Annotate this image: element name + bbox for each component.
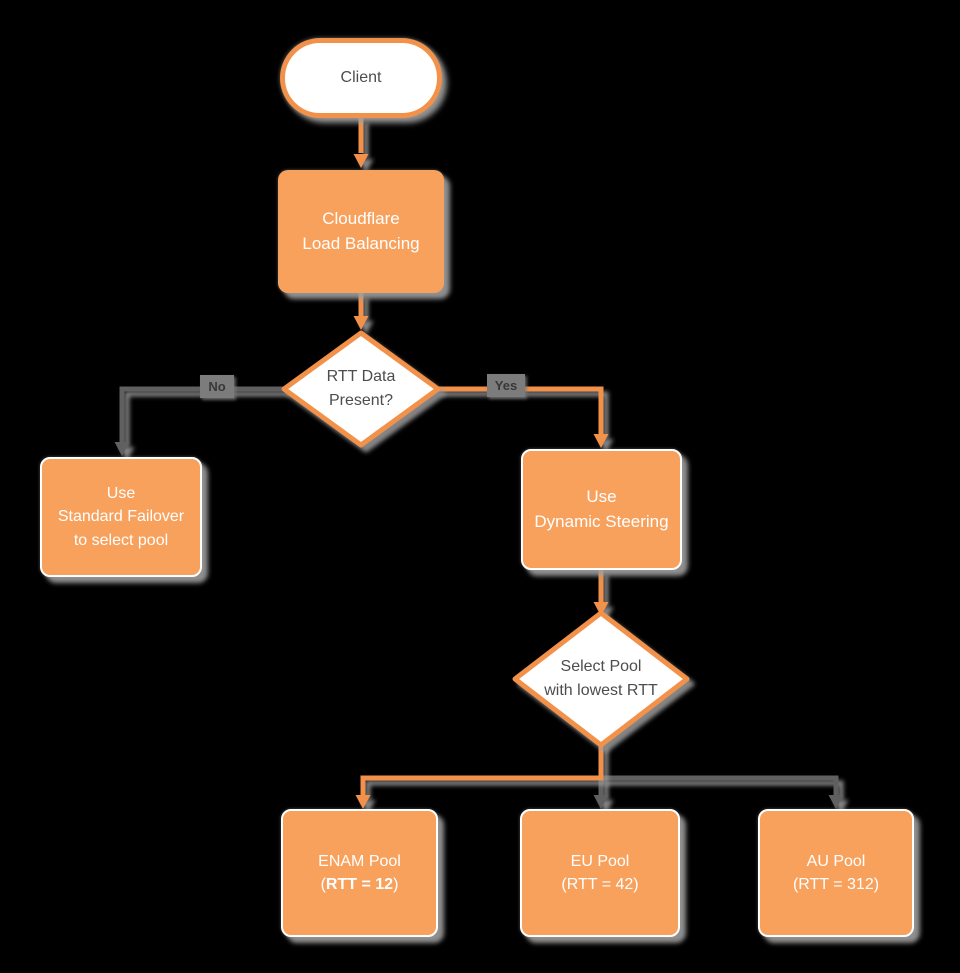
node-dynamic-line1: Use <box>586 486 617 506</box>
node-enam-rtt-value: RTT = 12 <box>325 876 394 893</box>
edge-label-no-text: No <box>208 379 226 394</box>
node-dynamic-line2: Dynamic Steering <box>534 511 669 531</box>
decision-diamond-select-pool <box>512 610 690 748</box>
node-eu-line2: (RTT = 42) <box>561 876 639 893</box>
node-failover-line2: Standard Failover <box>57 508 185 526</box>
decision-pool-line2: with lowest RTT <box>544 682 658 699</box>
node-client: Client <box>280 38 442 118</box>
decision-rtt-line1: RTT Data <box>326 368 396 385</box>
node-eu-line1: EU Pool <box>570 852 630 870</box>
decision-rtt-line2: Present? <box>328 392 394 409</box>
node-enam-line1: ENAM Pool <box>318 852 401 870</box>
node-enam-rtt-prefix: ( <box>320 876 326 893</box>
node-failover-line3: to select pool <box>73 531 169 549</box>
node-failover-line1: Use <box>106 485 136 503</box>
edge-label-yes: Yes <box>487 374 525 397</box>
node-au-pool: AU Pool (RTT = 312) <box>758 809 914 937</box>
edge-label-yes-text: Yes <box>494 378 518 393</box>
node-cloudflare-line2: Load Balancing <box>302 233 420 253</box>
decision-pool-line1: Select Pool <box>560 658 642 675</box>
node-dynamic-steering: Use Dynamic Steering <box>521 449 682 570</box>
edge-no-branch <box>119 386 839 795</box>
node-eu-pool: EU Pool (RTT = 42) <box>520 809 680 937</box>
orange-arrowheads <box>353 154 609 809</box>
decision-select-pool-label: Select Pool with lowest RTT <box>506 646 696 712</box>
node-au-line2: (RTT = 312) <box>792 876 880 893</box>
node-enam-line2: (RTT = 12) <box>321 873 399 896</box>
node-enam-pool: ENAM Pool (RTT = 12) <box>281 809 438 937</box>
node-cloudflare-line1: Cloudflare <box>322 208 400 228</box>
node-cloudflare-load-balancing: Cloudflare Load Balancing <box>278 170 444 293</box>
gray-arrowheads <box>114 442 844 809</box>
decision-diamond-rtt-data <box>281 330 441 448</box>
node-au-line1: AU Pool <box>806 852 866 870</box>
node-enam-rtt-suffix: ) <box>393 876 399 893</box>
node-standard-failover: Use Standard Failover to select pool <box>40 457 202 577</box>
edge-label-no: No <box>200 375 234 398</box>
decision-rtt-data-label: RTT Data Present? <box>281 356 441 422</box>
node-client-label: Client <box>340 69 382 87</box>
